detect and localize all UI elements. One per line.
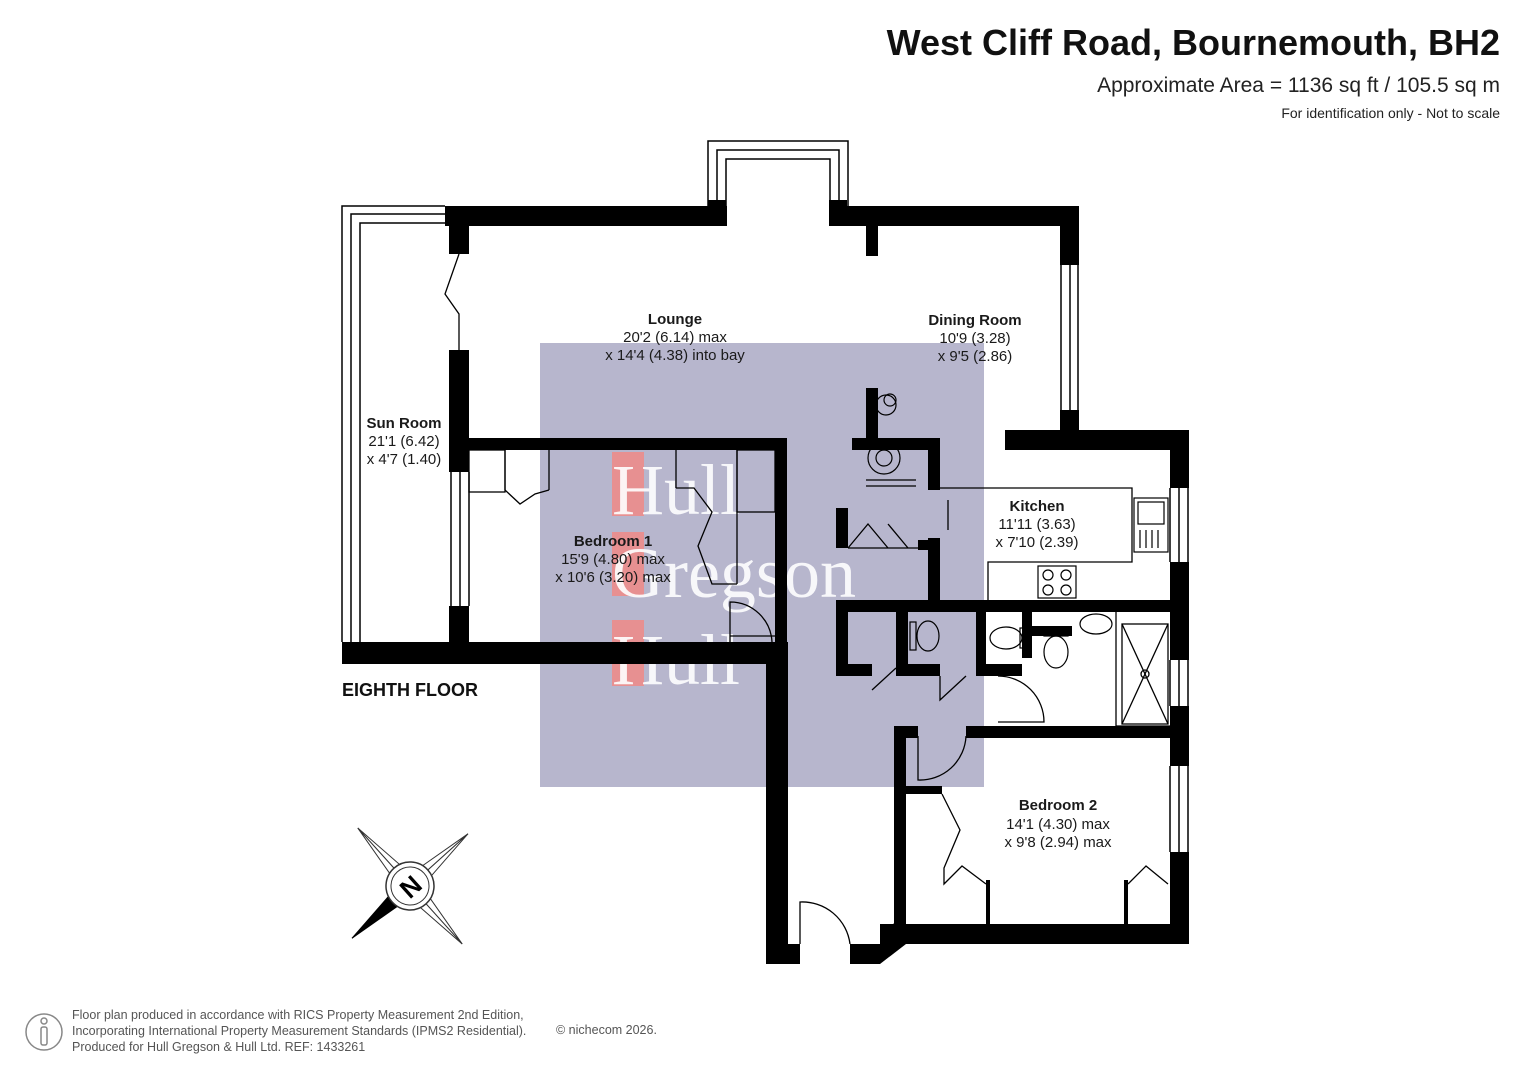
room-lounge: Lounge 20'2 (6.14) max x 14'4 (4.38) int… bbox=[605, 311, 745, 364]
svg-text:x 7'10 (2.39): x 7'10 (2.39) bbox=[996, 534, 1079, 551]
room-dining: Dining Room 10'9 (3.28) x 9'5 (2.86) bbox=[928, 312, 1021, 365]
walls bbox=[342, 200, 1189, 964]
floor-label: EIGHTH FLOOR bbox=[342, 680, 478, 700]
footer-line-3: Produced for Hull Gregson & Hull Ltd. RE… bbox=[72, 1040, 366, 1054]
svg-text:x 10'6 (3.20) max: x 10'6 (3.20) max bbox=[555, 569, 671, 586]
svg-text:14'1 (4.30) max: 14'1 (4.30) max bbox=[1006, 816, 1110, 833]
boiler-icon bbox=[866, 393, 916, 487]
shower-icon bbox=[1121, 623, 1169, 725]
svg-text:21'1 (6.42): 21'1 (6.42) bbox=[368, 433, 439, 450]
page-title: West Cliff Road, Bournemouth, BH2 bbox=[886, 22, 1500, 63]
compass-icon bbox=[351, 827, 469, 945]
svg-text:Sun Room: Sun Room bbox=[367, 415, 442, 432]
room-sun-room: Sun Room 21'1 (6.42) x 4'7 (1.40) bbox=[367, 415, 442, 468]
sink-icon bbox=[1133, 497, 1169, 553]
hob-icon bbox=[1037, 565, 1077, 599]
watermark-line-2: Gregson bbox=[612, 533, 856, 613]
toilet-icon bbox=[909, 613, 1113, 669]
approximate-area: Approximate Area = 1136 sq ft / 105.5 sq… bbox=[1097, 74, 1500, 97]
copyright: © nichecom 2026. bbox=[556, 1023, 657, 1037]
svg-text:x 14'4 (4.38) into bay: x 14'4 (4.38) into bay bbox=[605, 347, 745, 364]
identification-note: For identification only - Not to scale bbox=[1281, 105, 1500, 121]
svg-text:Bedroom 2: Bedroom 2 bbox=[1019, 797, 1097, 814]
svg-text:20'2 (6.14) max: 20'2 (6.14) max bbox=[623, 329, 727, 346]
room-kitchen: Kitchen 11'11 (3.63) x 7'10 (2.39) bbox=[996, 498, 1079, 551]
person-icon bbox=[25, 1013, 63, 1051]
svg-text:x 9'5 (2.86): x 9'5 (2.86) bbox=[938, 348, 1013, 365]
footer-line-1: Floor plan produced in accordance with R… bbox=[72, 1008, 524, 1022]
svg-text:Dining Room: Dining Room bbox=[928, 312, 1021, 329]
windows bbox=[341, 140, 1189, 852]
watermark-logo: Hull Gregson Hull bbox=[612, 450, 856, 700]
svg-text:10'9 (3.28): 10'9 (3.28) bbox=[939, 330, 1010, 347]
svg-text:Bedroom 1: Bedroom 1 bbox=[574, 533, 652, 550]
fixtures bbox=[444, 253, 1170, 945]
room-bedroom-1: Bedroom 1 15'9 (4.80) max x 10'6 (3.20) … bbox=[555, 533, 671, 586]
footer-text: Floor plan produced in accordance with R… bbox=[72, 1007, 526, 1055]
room-bedroom-2: Bedroom 2 14'1 (4.30) max x 9'8 (2.94) m… bbox=[1004, 797, 1112, 851]
svg-text:x 9'8 (2.94) max: x 9'8 (2.94) max bbox=[1004, 834, 1112, 851]
svg-text:15'9 (4.80) max: 15'9 (4.80) max bbox=[561, 551, 665, 568]
svg-text:Kitchen: Kitchen bbox=[1009, 498, 1064, 515]
svg-text:x 4'7 (1.40): x 4'7 (1.40) bbox=[367, 451, 442, 468]
footer-line-2: Incorporating International Property Mea… bbox=[72, 1024, 527, 1038]
svg-text:11'11 (3.63): 11'11 (3.63) bbox=[998, 516, 1075, 533]
svg-text:Lounge: Lounge bbox=[648, 311, 702, 328]
